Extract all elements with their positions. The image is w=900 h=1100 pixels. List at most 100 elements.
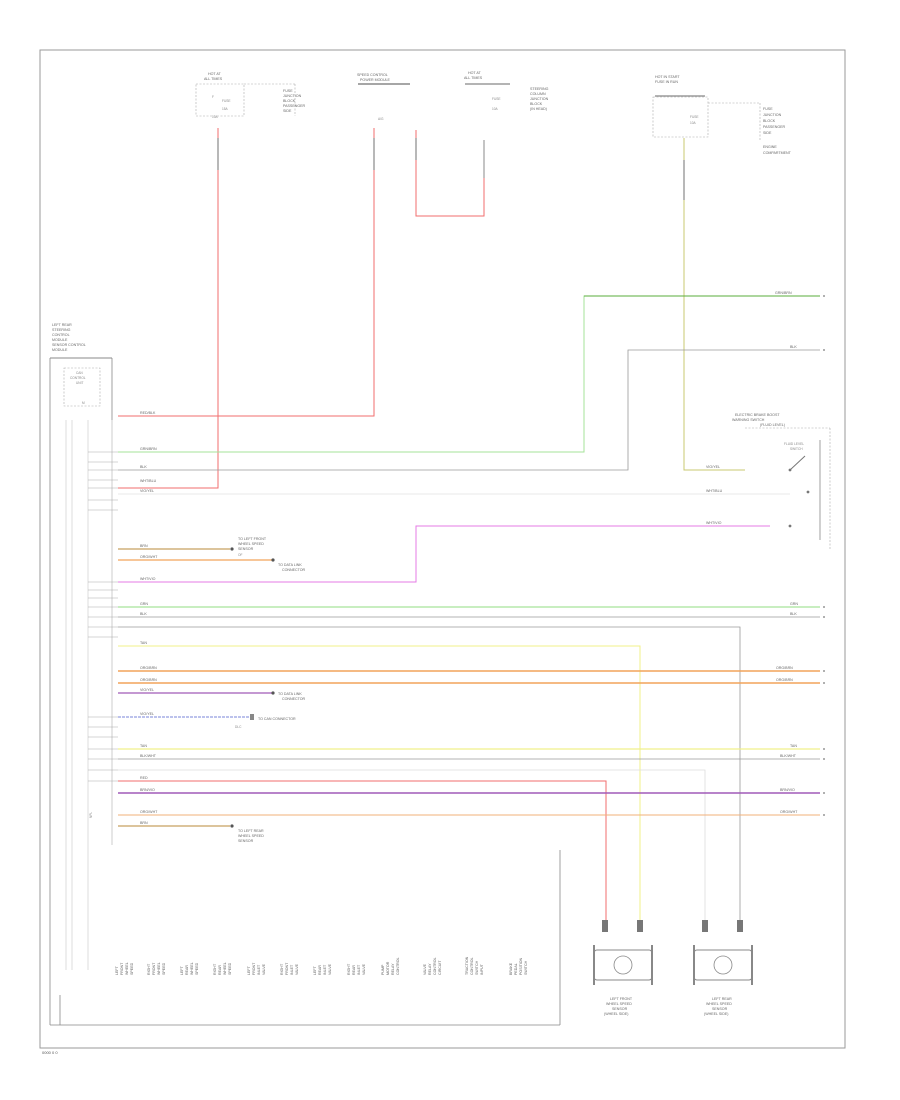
bottom-label-7-line-2: REAR <box>318 965 322 975</box>
svg-text:10A: 10A <box>492 107 499 111</box>
svg-text:PASSENGER: PASSENGER <box>283 104 306 108</box>
svg-text:WHEEL SPEED: WHEEL SPEED <box>238 542 264 546</box>
svg-text:BLK: BLK <box>790 612 797 616</box>
svg-text:VIO/YEL: VIO/YEL <box>140 688 154 692</box>
top-fuse-1-l1: HOT AT <box>208 72 221 76</box>
svg-text:WHT/VIO: WHT/VIO <box>140 577 156 581</box>
bottom-label-7-line-4: VALVE <box>328 963 332 975</box>
svg-text:ORG/WHT: ORG/WHT <box>140 810 158 814</box>
connector-notes: TO LEFT FRONT WHEEL SPEED SENSOR OF TO D… <box>230 537 305 843</box>
brake-switch: ELECTRIC BRAKE BOOST WARNING SWITCH (FLU… <box>732 413 831 550</box>
svg-text:CAN: CAN <box>76 371 83 375</box>
top-fuse-1: HOT AT ALL TIMES F FUSE 15A 10A FUSE JUN… <box>195 72 306 119</box>
top-fuse-3: HOT IN START FUSE IN RUN FUSE 10A FUSE J… <box>652 75 792 155</box>
svg-text:POWER MODULE: POWER MODULE <box>360 78 391 82</box>
bottom-label-9-line-4: CONTROL <box>396 957 400 975</box>
bottom-label-1-line-2: FRONT <box>120 962 124 975</box>
svg-text:WHEEL SPEED: WHEEL SPEED <box>606 1002 632 1006</box>
svg-text:SIDE: SIDE <box>763 131 772 135</box>
svg-text:BLOCK: BLOCK <box>283 99 296 103</box>
svg-text:SENSOR: SENSOR <box>712 1007 728 1011</box>
svg-text:VIO/YEL: VIO/YEL <box>140 489 154 493</box>
svg-text:FUSE: FUSE <box>283 89 293 93</box>
bottom-label-7-line-3: INLET <box>323 964 327 975</box>
svg-text:FLUID LEVEL: FLUID LEVEL <box>784 442 804 446</box>
svg-text:SENSOR: SENSOR <box>238 547 254 551</box>
svg-text:SIDE: SIDE <box>283 109 292 113</box>
svg-text:UNIT: UNIT <box>76 381 83 385</box>
bottom-label-6-line-1: RIGHT <box>280 963 284 975</box>
svg-text:CONNECTOR: CONNECTOR <box>282 568 305 572</box>
svg-text:BLOCK: BLOCK <box>763 119 776 123</box>
svg-text:BRN/VIO: BRN/VIO <box>140 788 155 792</box>
bottom-label-8-line-4: VALVE <box>362 963 366 975</box>
svg-text:TAN: TAN <box>790 744 797 748</box>
bottom-label-4-line-1: RIGHT <box>213 963 217 975</box>
svg-text:M: M <box>82 401 85 405</box>
svg-text:(IN HEAD): (IN HEAD) <box>530 107 547 111</box>
bottom-label-1-line-4: SPEED <box>130 962 134 975</box>
module-pin-stubs <box>88 451 118 782</box>
svg-text:COLUMN: COLUMN <box>530 92 546 96</box>
bottom-label-12-line-4: SWITCH <box>524 960 528 975</box>
svg-text:(WHEEL SIDE): (WHEEL SIDE) <box>704 1012 728 1016</box>
svg-text:STEERING: STEERING <box>52 328 71 332</box>
svg-text:BRN/VIO: BRN/VIO <box>780 788 795 792</box>
bottom-label-2-line-4: SPEED <box>162 962 166 975</box>
svg-text:GRN/BRN: GRN/BRN <box>775 291 792 295</box>
wire-labels-right: GRN/BRN BLK WHT/BLU VIO/YEL WHT/VIO GRN … <box>706 291 798 814</box>
bottom-label-6-line-3: INLET <box>290 964 294 975</box>
svg-text:(FLUID LEVEL): (FLUID LEVEL) <box>760 423 785 427</box>
svg-text:TO LEFT REAR: TO LEFT REAR <box>238 829 264 833</box>
top-fuse-1-l2: ALL TIMES <box>204 77 223 81</box>
svg-text:FUSE: FUSE <box>492 97 501 101</box>
wheel-sensor-2: LEFT REAR WHEEL SPEED SENSOR (WHEEL SIDE… <box>693 920 753 1016</box>
svg-text:A/G: A/G <box>378 117 384 121</box>
bottom-label-6-line-4: VALVE <box>295 963 299 975</box>
svg-text:BLK: BLK <box>790 345 797 349</box>
wire-labels-left: RED/BLK GRN/BRN BLK WHT/BLU VIO/YEL BRN … <box>140 411 158 825</box>
bottom-label-2-line-3: WHEEL <box>157 962 161 975</box>
svg-text:JUNCTION: JUNCTION <box>283 94 302 98</box>
svg-text:SPEED CONTROL: SPEED CONTROL <box>357 73 388 77</box>
bottom-label-12-line-1: BRAKE <box>509 962 513 975</box>
bottom-label-7-line-1: LEFT <box>313 965 317 975</box>
svg-text:ORG/BRN: ORG/BRN <box>776 666 793 670</box>
bottom-label-3-line-4: SPEED <box>195 962 199 975</box>
bottom-label-9-line-2: MOTOR <box>386 961 390 975</box>
bottom-label-11-line-1: TRACTION <box>465 956 469 975</box>
bottom-label-10-line-4: CIRCUIT <box>438 960 442 975</box>
svg-text:BLK/WHT: BLK/WHT <box>780 754 797 758</box>
svg-text:LEFT FRONT: LEFT FRONT <box>610 997 633 1001</box>
bottom-label-3-line-1: LEFT <box>180 965 184 975</box>
top-sensor: SPEED CONTROL POWER MODULE A/G <box>357 73 410 121</box>
svg-text:GRN: GRN <box>140 602 148 606</box>
bottom-label-5-line-4: VALVE <box>262 963 266 975</box>
bottom-label-6-line-2: FRONT <box>285 962 289 975</box>
bottom-label-4-line-3: WHEEL <box>223 962 227 975</box>
svg-text:LEFT REAR: LEFT REAR <box>52 323 72 327</box>
svg-text:BLK/WHT: BLK/WHT <box>140 754 157 758</box>
bottom-label-2-line-1: RIGHT <box>147 963 151 975</box>
svg-text:SWITCH: SWITCH <box>790 447 803 451</box>
bottom-label-11-line-2: CONTROL <box>470 957 474 975</box>
bottom-label-2-line-2: FRONT <box>152 962 156 975</box>
svg-text:10A: 10A <box>690 121 697 125</box>
bottom-label-1-line-3: WHEEL <box>125 962 129 975</box>
bottom-label-12-line-2: PEDAL <box>514 963 518 975</box>
svg-text:RED: RED <box>140 776 148 780</box>
svg-text:HOT IN START: HOT IN START <box>655 75 680 79</box>
svg-text:TO CAN CONNECTOR: TO CAN CONNECTOR <box>258 717 296 721</box>
svg-text:BRN: BRN <box>140 544 148 548</box>
bottom-label-3-line-2: REAR <box>185 965 189 975</box>
svg-text:GRN/BRN: GRN/BRN <box>140 447 157 451</box>
svg-text:FUSE IN RUN: FUSE IN RUN <box>655 80 678 84</box>
svg-text:ORG/WHT: ORG/WHT <box>140 555 158 559</box>
